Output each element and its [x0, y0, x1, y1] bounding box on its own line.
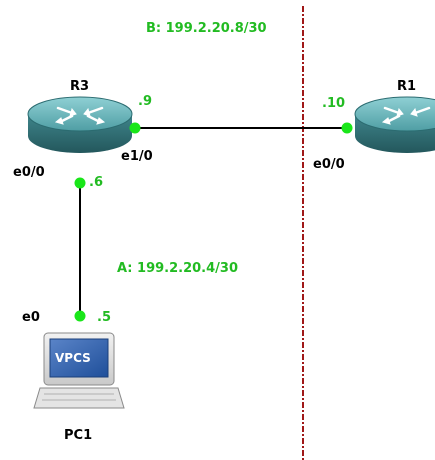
endpoint-pc1-e0[interactable]: [74, 310, 86, 322]
host-address-r3-e0-0: .6: [89, 175, 103, 190]
router-r3[interactable]: [27, 96, 133, 153]
interface-label-r3-e1-0: e1/0: [121, 149, 153, 164]
interface-label-r3-e0-0: e0/0: [13, 165, 45, 180]
interface-label-pc1-e0: e0: [22, 310, 40, 325]
router-icon: [354, 96, 435, 153]
endpoint-r3-e1-0[interactable]: [129, 122, 141, 134]
router-r1[interactable]: [354, 96, 435, 153]
device-label-r3: R3: [70, 79, 90, 94]
device-label-pc1: PC1: [64, 428, 93, 443]
pc1-screen-label: VPCS: [55, 351, 91, 365]
interface-label-r1-e0-0: e0/0: [313, 157, 345, 172]
endpoint-r1-e0-0[interactable]: [341, 122, 353, 134]
device-label-r1: R1: [397, 79, 417, 94]
endpoint-r3-e0-0[interactable]: [74, 177, 86, 189]
subnet-label-a: A: 199.2.20.4/30: [117, 261, 238, 276]
vpcs-computer-icon: [33, 332, 125, 409]
host-address-r3-e1-0: .9: [138, 94, 152, 109]
subnet-label-b: B: 199.2.20.8/30: [146, 21, 267, 36]
pc-pc1[interactable]: [33, 332, 125, 409]
host-address-pc1-e0: .5: [97, 310, 111, 325]
host-address-r1-e0-0: .10: [322, 96, 346, 111]
router-icon: [27, 96, 133, 153]
